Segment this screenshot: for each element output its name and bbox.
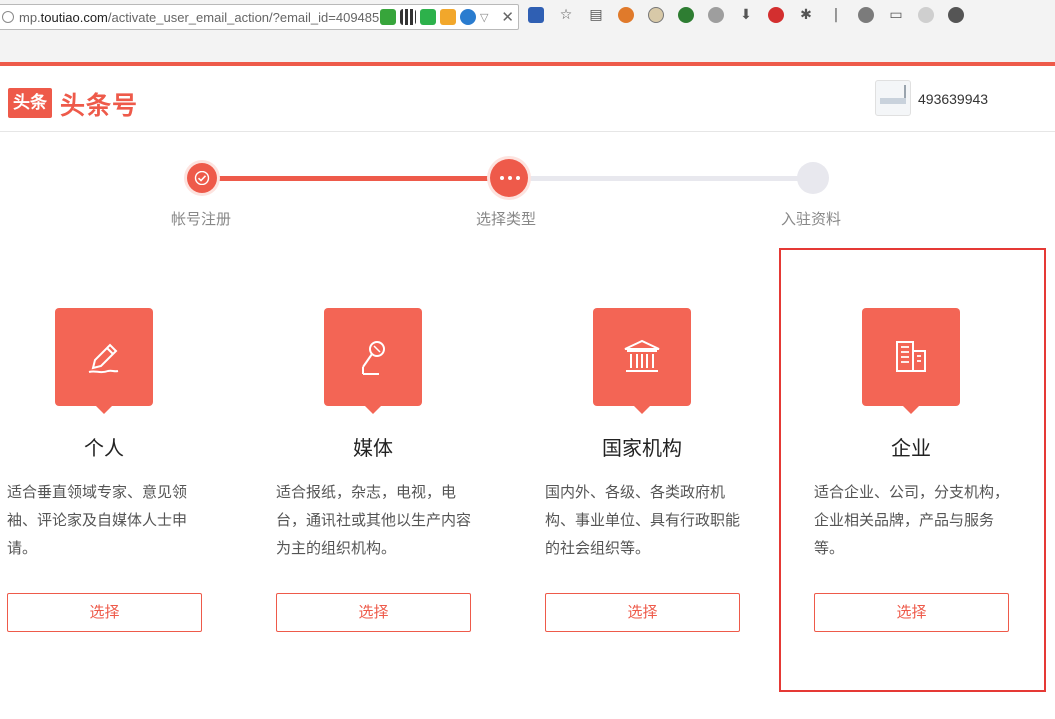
- network-extension-icon[interactable]: [857, 6, 875, 24]
- highlight-box: [779, 248, 1046, 692]
- card-title: 媒体: [353, 436, 393, 460]
- shield-extension-icon[interactable]: [677, 6, 695, 24]
- palette-icon[interactable]: [647, 6, 665, 24]
- progress-fill: [202, 176, 508, 181]
- logo-text[interactable]: 头条号: [60, 91, 139, 120]
- close-icon[interactable]: ✕: [501, 8, 514, 26]
- browser-chrome: mp.toutiao.com/activate_user_email_actio…: [0, 0, 1055, 62]
- card-title: 国家机构: [602, 436, 682, 460]
- card-media: 媒体 适合报纸，杂志，电视，电台，通讯社或其他以生产内容为主的组织机构。 选择: [276, 308, 476, 638]
- step-3-pending-marker: [797, 162, 829, 194]
- card-description: 国内外、各级、各类政府机构、事业单位、具有行政职能的社会组织等。: [545, 483, 741, 557]
- logo-badge[interactable]: 头条: [8, 88, 52, 118]
- step-1-done-marker: [187, 163, 217, 193]
- step-label-profile-info: 入驻资料: [781, 210, 842, 228]
- step-label-register: 帐号注册: [171, 210, 232, 228]
- government-building-icon: [593, 308, 691, 414]
- more-dots-icon: [500, 176, 520, 180]
- profile-extension-icon[interactable]: [917, 6, 935, 24]
- dropdown-arrow-icon[interactable]: ▽: [480, 10, 489, 24]
- select-enterprise-button[interactable]: 选择: [814, 593, 1009, 632]
- fox-extension-icon[interactable]: [617, 6, 635, 24]
- checkmark-icon: [194, 171, 210, 185]
- adblock-icon[interactable]: [767, 6, 785, 24]
- card-description: 适合报纸，杂志，电视，电台，通讯社或其他以生产内容为主的组织机构。: [276, 483, 472, 557]
- star-icon[interactable]: ☆: [559, 7, 573, 23]
- card-description: 适合垂直领域专家、意见领袖、评论家及自媒体人士申请。: [7, 483, 188, 557]
- download-icon[interactable]: ⬇: [740, 7, 752, 23]
- chat-extension-icon[interactable]: [947, 6, 965, 24]
- page-top-accent-bar: [0, 62, 1055, 66]
- step-2-current-marker: [490, 159, 528, 197]
- step-label-select-type: 选择类型: [476, 210, 537, 228]
- card-enterprise: 企业 适合企业、公司，分支机构，企业相关品牌，产品与服务等。 选择: [814, 308, 1014, 638]
- office-building-icon: [862, 308, 960, 414]
- chart-extension-icon[interactable]: [440, 9, 456, 25]
- card-description: 适合企业、公司，分支机构，企业相关品牌，产品与服务等。: [814, 483, 1010, 557]
- globe-icon: [2, 11, 14, 23]
- avatar[interactable]: [875, 80, 911, 116]
- shield-check-icon[interactable]: [380, 9, 396, 25]
- card-government: 国家机构 国内外、各级、各类政府机构、事业单位、具有行政职能的社会组织等。 选择: [545, 308, 745, 638]
- card-title: 个人: [84, 436, 124, 460]
- card-individual: 个人 适合垂直领域专家、意见领袖、评论家及自媒体人士申请。 选择: [7, 308, 207, 638]
- reading-list-icon[interactable]: ▤: [589, 7, 603, 23]
- qr-code-icon[interactable]: [400, 9, 416, 25]
- grammarly-icon[interactable]: [420, 9, 436, 25]
- select-government-button[interactable]: 选择: [545, 593, 740, 632]
- address-url[interactable]: mp.toutiao.com/activate_user_email_actio…: [19, 10, 380, 25]
- select-individual-button[interactable]: 选择: [7, 593, 202, 632]
- menu-separator-icon: |: [833, 7, 839, 23]
- address-bar[interactable]: mp.toutiao.com/activate_user_email_actio…: [0, 4, 519, 30]
- bookmark-extension-icon[interactable]: [527, 6, 545, 24]
- site-header: 头条 头条号 493639943: [0, 66, 1055, 132]
- window-icon[interactable]: ▭: [889, 7, 903, 23]
- card-title: 企业: [891, 436, 931, 460]
- bug-extension-icon[interactable]: ✱: [800, 7, 812, 23]
- select-media-button[interactable]: 选择: [276, 593, 471, 632]
- user-id[interactable]: 493639943: [918, 91, 989, 107]
- microphone-icon: [324, 308, 422, 414]
- pen-icon: [55, 308, 153, 414]
- gear-extension-icon[interactable]: [707, 6, 725, 24]
- wave-extension-icon[interactable]: [460, 9, 476, 25]
